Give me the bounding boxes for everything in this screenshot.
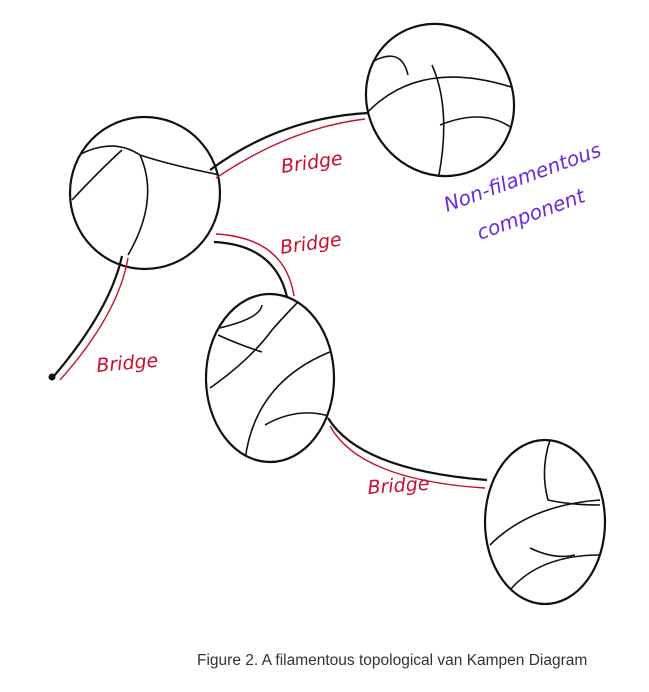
disk-bottom-right — [483, 438, 607, 606]
bridge-label: Bridge — [279, 229, 343, 259]
bridge-path-3 — [53, 255, 124, 377]
bridge-label: Bridge — [96, 350, 160, 377]
bridge-path-2 — [213, 240, 289, 298]
bridge-label: Bridge — [367, 473, 430, 499]
bridge-path-1 — [209, 111, 369, 171]
disk-left — [68, 115, 222, 271]
disk-middle — [204, 292, 336, 464]
bridge-label: Bridge — [280, 148, 344, 178]
bridge-path-4 — [327, 417, 488, 482]
bridge-highlight-3 — [59, 257, 129, 381]
bridge-highlight-4 — [329, 425, 486, 489]
filament-endpoint — [48, 373, 56, 381]
figure-caption: Figure 2. A filamentous topological van … — [197, 652, 588, 669]
bridge-highlight-2 — [215, 233, 295, 297]
bridge-highlight-1 — [215, 118, 366, 179]
